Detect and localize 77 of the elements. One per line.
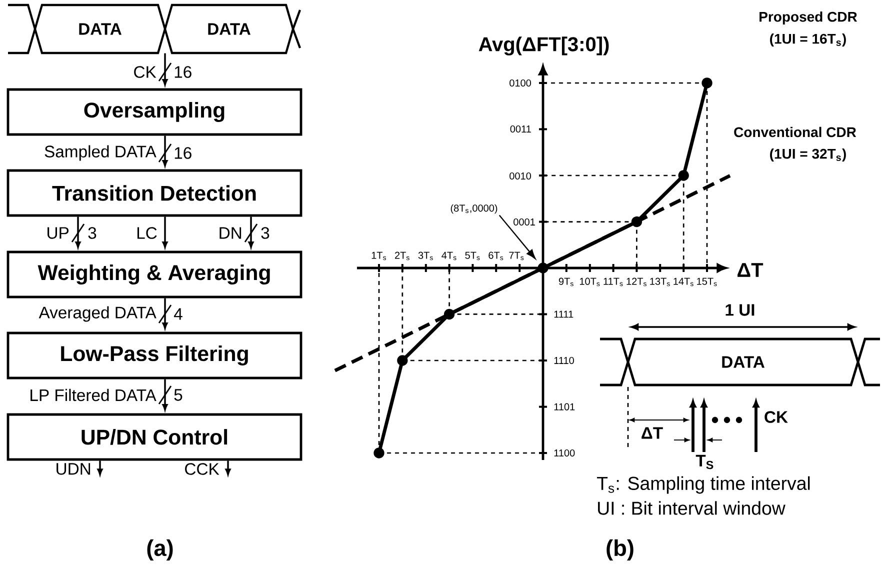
data-segment: DATA (164, 4, 294, 54)
tick-label: 1100 (554, 449, 575, 457)
process-box: Transition Detection (6, 169, 302, 217)
point-label: (8T$_{s}$,0000) (450, 204, 498, 214)
arrow (162, 216, 168, 248)
edge-label: UDN (56, 463, 90, 475)
bus-width-label: 16 (174, 147, 192, 159)
data-point (678, 170, 689, 181)
arrow (162, 379, 168, 410)
tick-label: 0011 (510, 125, 531, 133)
tick-label: 9T$_{s}$ (558, 278, 574, 286)
note-text: T$_{s}$: Sampling time interval (597, 476, 810, 494)
dimension-label: T$_{S}$ (696, 454, 714, 470)
tick-label: 0100 (510, 79, 531, 87)
bus-width-label: 3 (261, 227, 270, 239)
tick-label: 1T$_{s}$ (372, 252, 386, 260)
process-box: Oversampling (6, 88, 302, 136)
arrow (97, 460, 103, 476)
panel-label: (b) (606, 539, 634, 561)
axis-title: ΔT (738, 263, 764, 277)
data-waveform: DATA (598, 338, 882, 386)
arrow (498, 214, 536, 260)
process-box: Low-Pass Filtering (6, 332, 302, 380)
data-point (538, 262, 548, 274)
tick-label: 10T$_{s}$ (580, 278, 600, 286)
note-text: UI : Bit interval window (598, 501, 786, 515)
bus-width-label: 16 (174, 66, 192, 78)
axis-title: Avg(ΔFT[3:0]) (478, 36, 609, 56)
tick-label: 7T$_{s}$ (509, 252, 524, 260)
arrow (162, 53, 168, 86)
tick-label: 13T$_{s}$ (650, 278, 670, 286)
edge-label: DN (220, 227, 242, 239)
tick-label: 5T$_{s}$ (465, 252, 480, 260)
arrow (75, 216, 81, 248)
curve-label: Conventional CDR (734, 126, 856, 138)
tick-label: 6T$_{s}$ (488, 252, 504, 260)
arrow (162, 136, 168, 166)
tick-label: 12T$_{s}$ (626, 278, 646, 286)
clock-label: CK (764, 411, 788, 423)
dimension-label: 1 UI (726, 304, 754, 316)
data-point (444, 308, 455, 320)
edge-label: CCK (185, 463, 220, 475)
arrow (162, 298, 168, 329)
tick-label: 2T$_{s}$ (394, 252, 410, 260)
tick-label: 1101 (554, 403, 575, 410)
data-point (374, 448, 384, 458)
data-segment: DATA (34, 4, 166, 54)
edge-label: LP Filtered DATA (30, 388, 156, 402)
edge-label: LC (137, 227, 157, 239)
data-point (702, 78, 712, 88)
data-point (631, 216, 642, 228)
edge-label: UP (48, 227, 69, 239)
bus-width-label: 5 (174, 389, 182, 401)
tick-label: 0010 (510, 172, 531, 180)
arrow (248, 216, 254, 248)
data-point (397, 355, 408, 366)
tick-label: 11T$_{s}$ (604, 278, 623, 286)
tick-label: 1110 (554, 356, 574, 364)
process-box: UP/DN Control (6, 413, 302, 461)
tick-label: 14T$_{s}$ (674, 278, 694, 286)
bus-width-label: 3 (88, 227, 96, 239)
dimension-label: ΔT (642, 427, 663, 439)
curve-label: Proposed CDR (760, 11, 858, 25)
tick-label: 15T$_{s}$ (697, 278, 717, 286)
tick-label: 1111 (554, 310, 574, 318)
tick-label: 4T$_{s}$ (442, 252, 456, 260)
panel-label: (a) (147, 539, 173, 561)
curve-label: (1UI = 16T$_{s}$) (770, 33, 846, 47)
edge-label: Sampled DATA (44, 145, 156, 161)
arrow (225, 460, 231, 476)
edge-label: Averaged DATA (38, 306, 156, 322)
bus-width-label: 4 (174, 308, 182, 320)
tick-label: 3T$_{s}$ (418, 252, 433, 260)
tick-label: 0001 (514, 218, 535, 226)
edge-label: CK (134, 66, 156, 78)
curve-label: (1UI = 32T$_{s}$) (770, 148, 846, 162)
process-box: Weighting & Averaging (6, 250, 302, 298)
